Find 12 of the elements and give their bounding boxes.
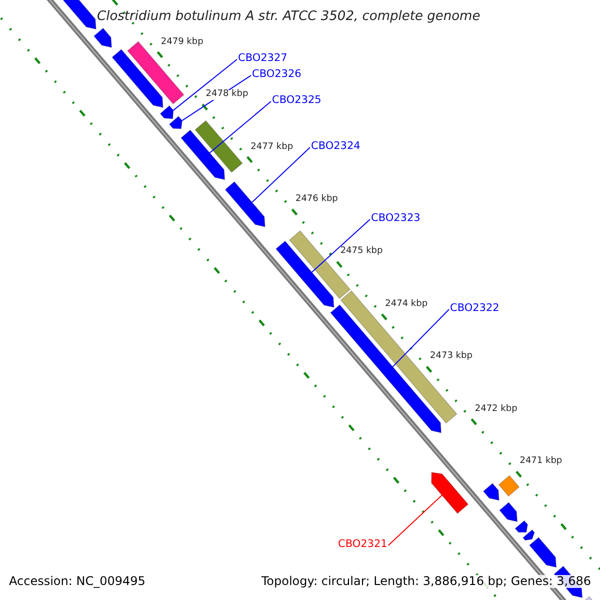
scale-label: 2475 kbp bbox=[340, 247, 383, 258]
genome-summary-text: Topology: circular; Length: 3,886,916 bp; Genes: 3,686 bbox=[261, 575, 591, 588]
scale-label: 2476 kbp bbox=[295, 195, 338, 205]
scale-label: 2477 kbp bbox=[250, 142, 294, 152]
scale-label: 2473 kbp bbox=[430, 352, 472, 362]
scale-label: 2479 kbp bbox=[160, 38, 204, 48]
scale-label: 2474 kbp bbox=[385, 300, 428, 310]
accession-text: Accession: NC_009495 bbox=[9, 575, 146, 588]
scale-label: 2478 kbp bbox=[206, 90, 248, 100]
scale-label: 2472 kbp bbox=[474, 404, 518, 415]
scale-label: 2471 kbp bbox=[520, 457, 562, 468]
title: Clostridium botulinum A str. ATCC 3502, complete genome bbox=[97, 10, 480, 24]
